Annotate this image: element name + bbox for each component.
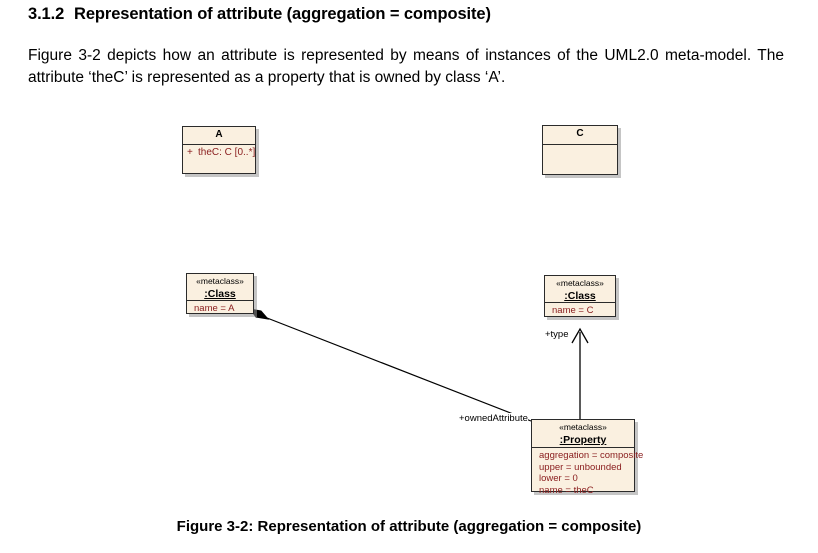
slot-aggregation: aggregation = composite [539, 450, 644, 461]
instance-class-a-name: :Class [204, 288, 236, 300]
slot-upper: upper = unbounded [539, 461, 622, 473]
owned-attribute-edge [261, 315, 532, 422]
slot-name: name = A [194, 303, 235, 314]
instance-class-c-slots: name = C [545, 303, 615, 321]
body-paragraph: Figure 3-2 depicts how an attribute is r… [28, 47, 784, 86]
edge-label-type: +type [545, 329, 569, 340]
visibility-public-icon: + [187, 147, 193, 158]
section-heading: 3.1.2 Representation of attribute (aggreg… [28, 5, 788, 24]
class-a-name-compartment: A [183, 127, 255, 145]
edge-label-owned-attribute: +ownedAttribute [459, 413, 528, 424]
instance-class-a-slots: name = A [187, 301, 253, 318]
class-c-attribute-compartment [543, 145, 617, 174]
section-title: Representation of attribute (aggregation… [74, 5, 491, 23]
slot-name: name = C [552, 305, 594, 316]
slot-lower: lower = 0 [539, 473, 578, 484]
instance-property-name: :Property [559, 434, 607, 446]
instance-class-c-stereotype: «metaclass» [556, 278, 604, 288]
instance-property-header: «metaclass» :Property [532, 420, 634, 448]
class-a-attribute-text: theC: C [0..*] [198, 147, 256, 158]
instance-class-a-header: «metaclass» :Class [187, 274, 253, 301]
instance-property-stereotype: «metaclass» [559, 422, 607, 432]
instance-property-slots: aggregation = composite upper = unbounde… [532, 448, 644, 497]
instance-class-a-stereotype: «metaclass» [196, 276, 244, 286]
instance-class-c-header: «metaclass» :Class [545, 276, 615, 303]
class-c-name: C [576, 128, 584, 139]
instance-box-class-a[interactable]: «metaclass» :Class name = A [186, 273, 254, 314]
class-a-attribute: + theC: C [0..*] [187, 147, 255, 158]
uml-figure: :Property --> :Class(C) --> A + theC: C [… [0, 110, 818, 510]
type-arrowhead-icon [571, 327, 589, 344]
figure-caption: Figure 3-2: Representation of attribute … [176, 518, 642, 535]
diagram-connectors: :Property --> :Class(C) --> [248, 308, 589, 422]
class-a-attribute-compartment: + theC: C [0..*] [183, 145, 255, 173]
instance-box-property[interactable]: «metaclass» :Property aggregation = comp… [531, 419, 643, 496]
slot-name: name = theC [539, 484, 594, 496]
section-number: 3.1.2 [28, 5, 65, 23]
class-box-c[interactable]: C [542, 125, 618, 175]
composition-diamond-icon [248, 308, 270, 320]
instance-class-c-name: :Class [564, 290, 596, 302]
class-box-a[interactable]: A + theC: C [0..*] [182, 126, 256, 174]
class-a-name: A [215, 129, 223, 140]
class-c-name-compartment: C [543, 126, 617, 145]
instance-box-class-c[interactable]: «metaclass» :Class name = C [544, 275, 616, 317]
